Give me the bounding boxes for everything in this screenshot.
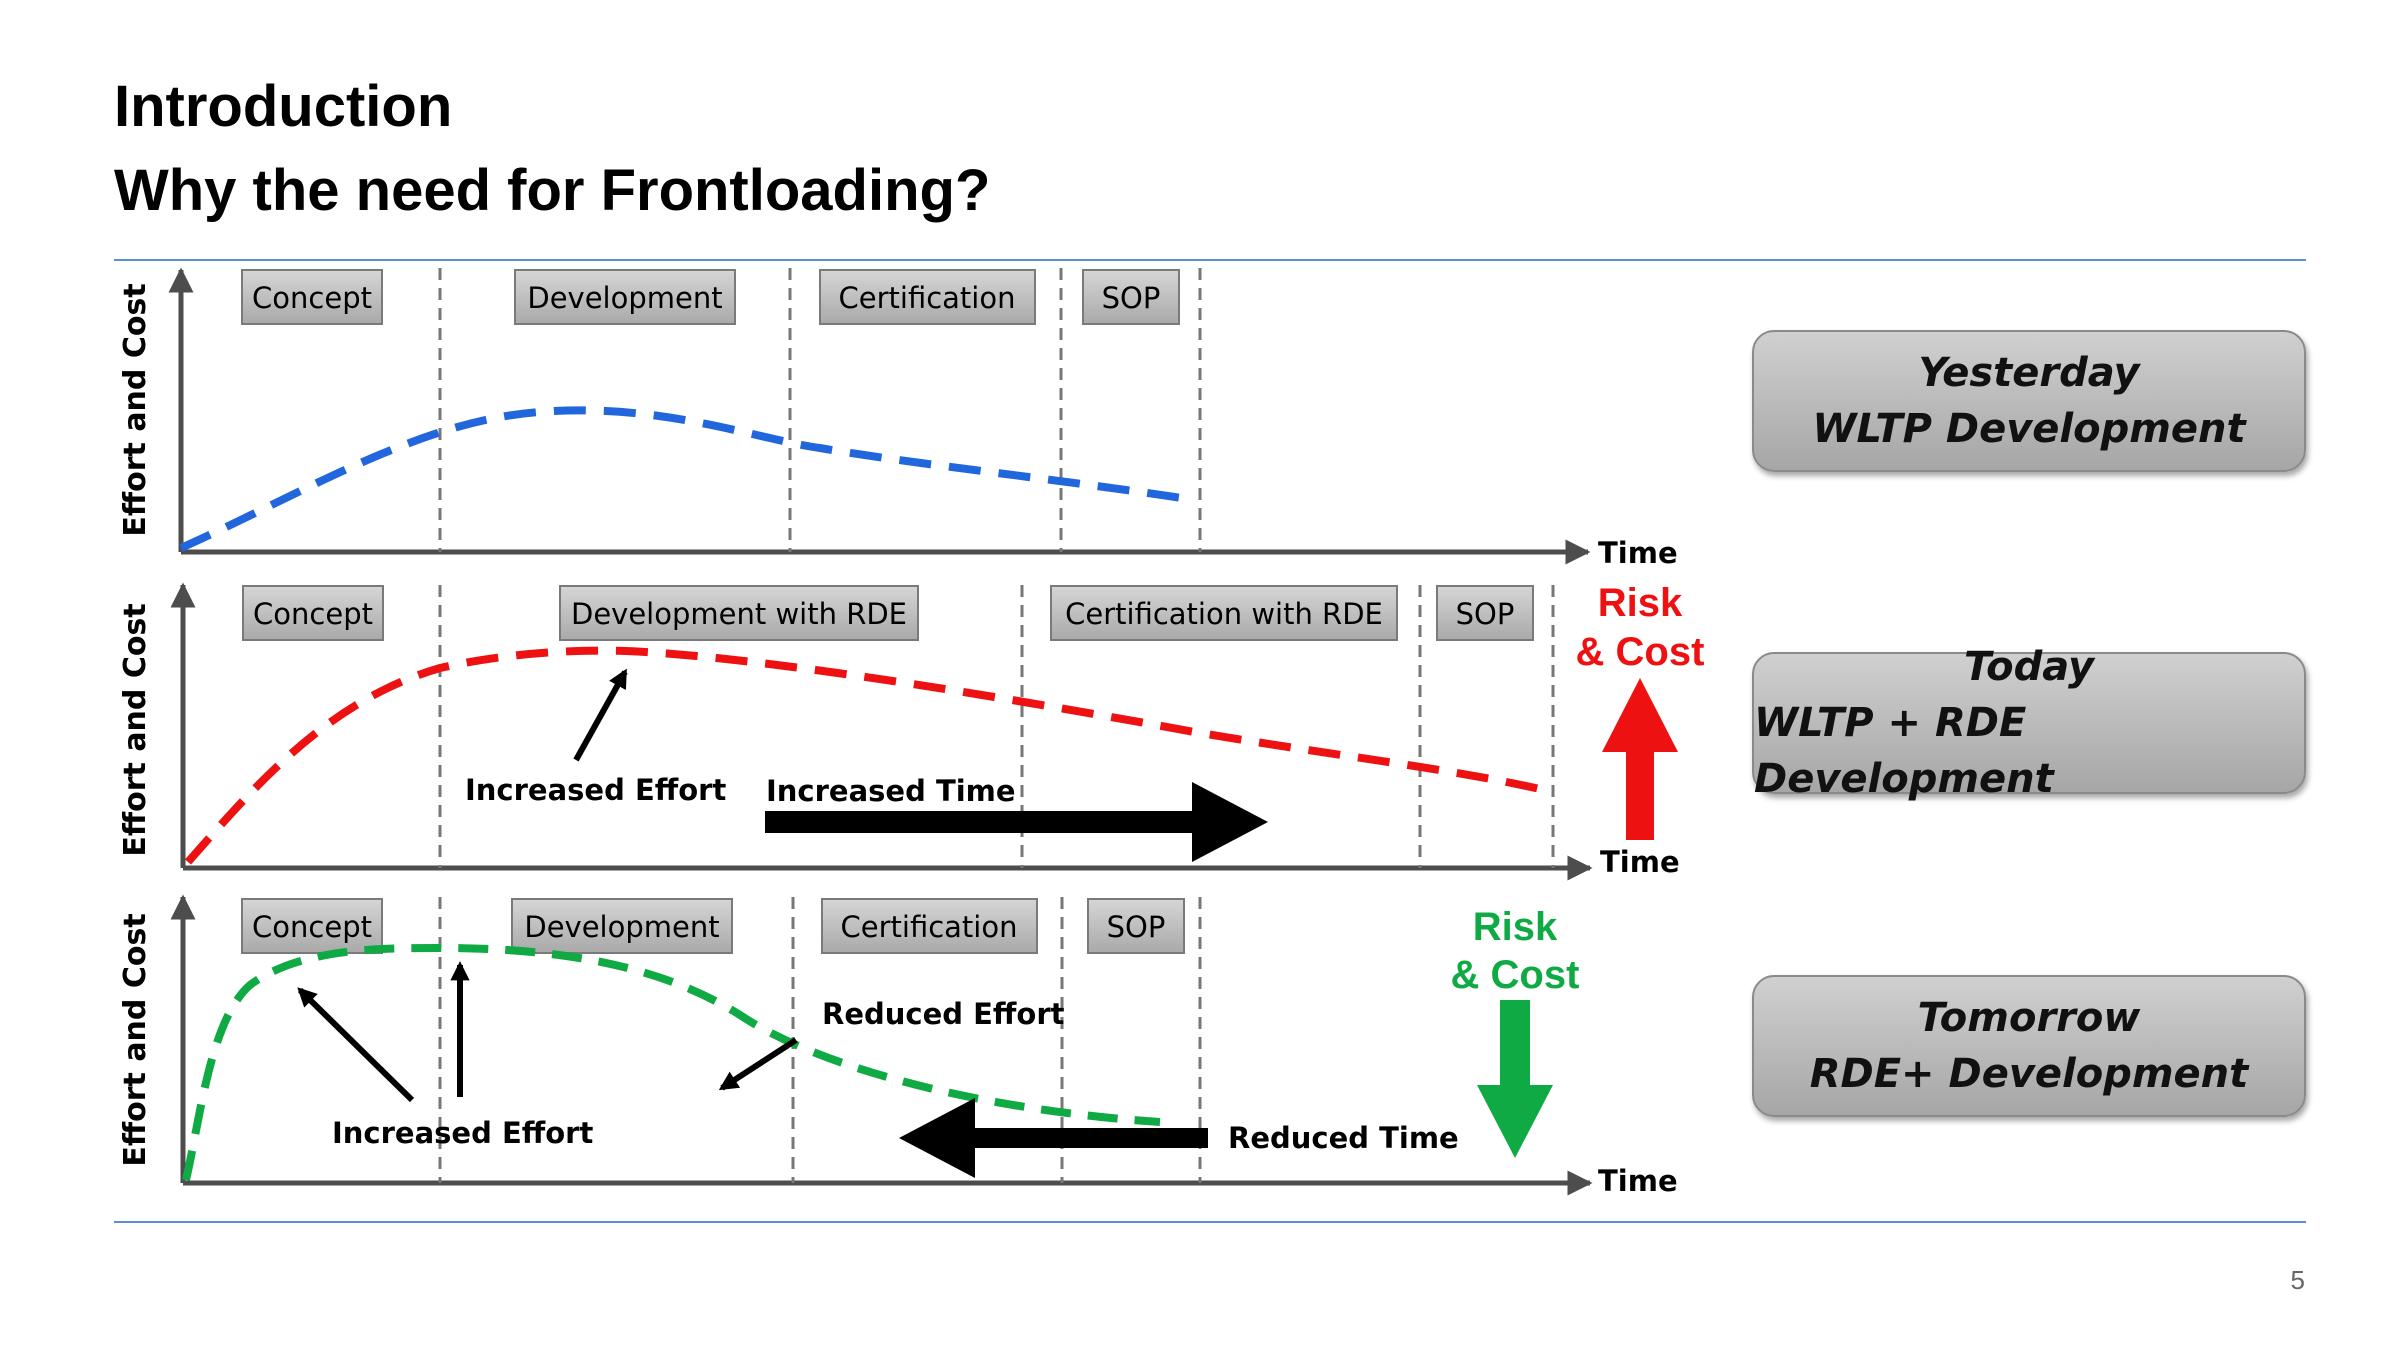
x-axis-label: Time <box>1598 536 1678 570</box>
phase-box-development: Development <box>511 898 733 954</box>
phase-box-concept: Concept <box>241 898 383 954</box>
phase-box-development-rde: Development with RDE <box>559 585 919 641</box>
svg-text:SOP: SOP <box>1456 597 1515 631</box>
side-box-line2: WLTP Development <box>1812 406 2246 452</box>
risk-cost-label: & Cost <box>1451 953 1580 997</box>
increased-effort-label: Increased Effort <box>332 1116 593 1150</box>
phase-dividers <box>438 585 1555 868</box>
increased-time-label: Increased Time <box>766 774 1016 808</box>
top-divider <box>114 259 2306 261</box>
effort-curve-yesterday <box>179 406 1196 552</box>
increased-effort-arrow <box>573 668 628 762</box>
increased-effort-label: Increased Effort <box>465 773 726 807</box>
svg-text:Certification with RDE: Certification with RDE <box>1065 597 1383 631</box>
phase-box-certification: Certification <box>821 898 1038 954</box>
svg-text:SOP: SOP <box>1102 281 1161 315</box>
bottom-divider <box>114 1221 2306 1223</box>
svg-text:Development: Development <box>527 281 722 315</box>
reduced-effort-arrow <box>718 1037 798 1091</box>
phase-box-concept: Concept <box>242 585 384 641</box>
y-axis-label: Effort and Cost <box>118 283 153 536</box>
reduced-effort-label: Reduced Effort <box>822 997 1065 1031</box>
side-box-today: Today WLTP + RDE Development <box>1752 644 2306 802</box>
phase-box-sop: SOP <box>1082 269 1180 325</box>
y-axis-label: Effort and Cost <box>118 603 153 856</box>
side-box-tomorrow: Tomorrow RDE+ Development <box>1752 975 2306 1117</box>
side-box-line1: Today <box>1963 644 2095 690</box>
x-axis-label: Time <box>1600 845 1680 879</box>
phase-box-sop: SOP <box>1436 585 1534 641</box>
side-box-line1: Yesterday <box>1918 350 2140 396</box>
increased-effort-arrow-diagonal <box>297 987 415 1103</box>
side-box-yesterday: Yesterday WLTP Development <box>1752 330 2306 472</box>
phase-box-sop: SOP <box>1087 898 1185 954</box>
phase-box-certification-rde: Certification with RDE <box>1050 585 1398 641</box>
panel-yesterday: Effort and Cost Time Concept Development… <box>118 267 1678 570</box>
increased-time-arrow <box>765 782 1268 862</box>
svg-text:Certification: Certification <box>841 910 1018 944</box>
reduced-time-arrow <box>899 1098 1208 1178</box>
svg-text:Concept: Concept <box>252 910 372 944</box>
page-number: 5 <box>2290 1265 2305 1295</box>
effort-curve-today <box>184 646 1554 865</box>
page-subtitle: Why the need for Frontloading? <box>114 158 991 223</box>
side-box-line2: WLTP + RDE Development <box>1754 700 2054 802</box>
svg-text:Certification: Certification <box>839 281 1016 315</box>
phase-box-certification: Certification <box>819 269 1036 325</box>
page-title: Introduction <box>114 74 453 139</box>
svg-text:Concept: Concept <box>253 597 373 631</box>
risk-label: Risk <box>1473 905 1558 949</box>
risk-cost-label: & Cost <box>1576 630 1705 674</box>
reduced-time-label: Reduced Time <box>1228 1121 1459 1155</box>
y-axis-label: Effort and Cost <box>118 913 153 1166</box>
effort-curve-tomorrow <box>182 943 1161 1181</box>
svg-text:Development: Development <box>524 910 719 944</box>
phase-dividers <box>438 268 1202 552</box>
risk-label: Risk <box>1598 581 1683 625</box>
svg-text:Concept: Concept <box>252 281 372 315</box>
risk-up-arrow <box>1602 678 1678 840</box>
panel-tomorrow: Effort and Cost Time Concept Development… <box>118 894 1678 1198</box>
x-axis-label: Time <box>1598 1164 1678 1198</box>
svg-text:SOP: SOP <box>1107 910 1166 944</box>
svg-text:Development with RDE: Development with RDE <box>571 597 907 631</box>
side-box-line2: RDE+ Development <box>1809 1051 2249 1097</box>
panel-today: Effort and Cost Time Concept Development… <box>118 581 1705 881</box>
side-box-line1: Tomorrow <box>1917 995 2141 1041</box>
phase-box-development: Development <box>514 269 736 325</box>
phase-box-concept: Concept <box>241 269 383 325</box>
risk-down-arrow <box>1477 1000 1553 1158</box>
